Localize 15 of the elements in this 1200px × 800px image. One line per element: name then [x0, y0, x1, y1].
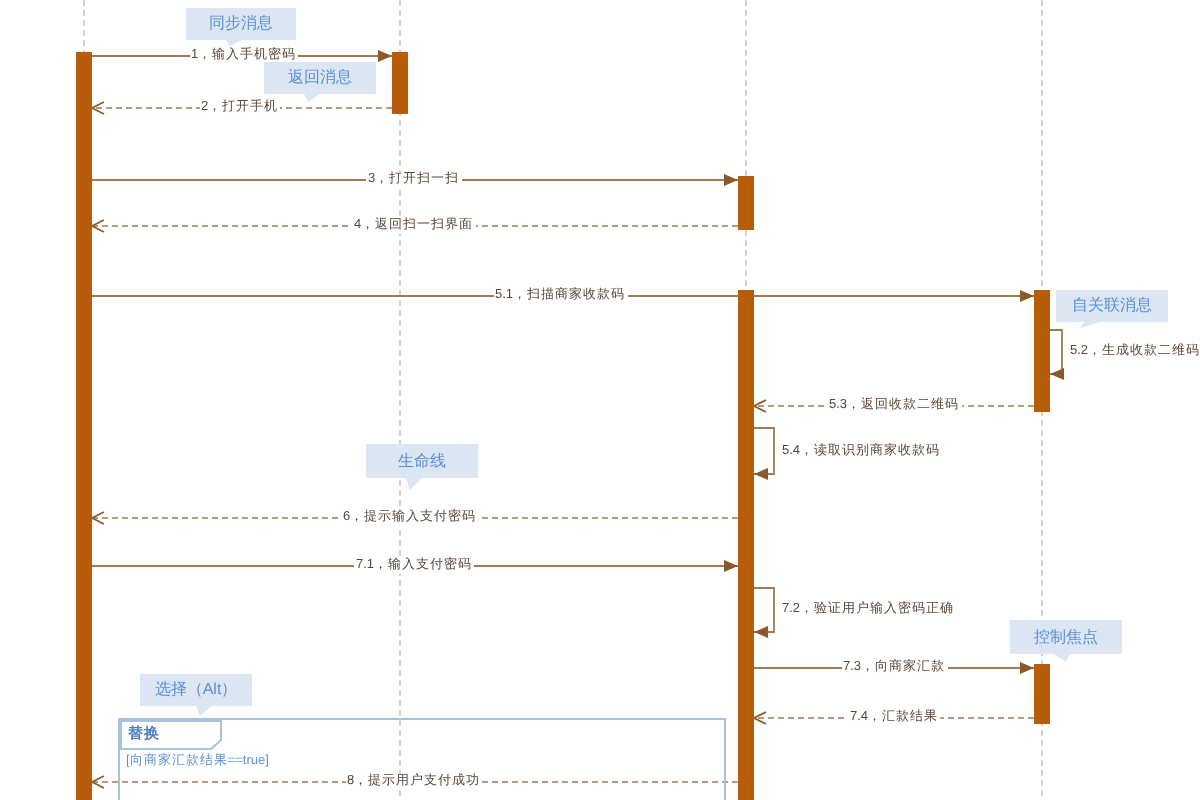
activation-bar: [1034, 664, 1050, 724]
self-message-arrow: [1049, 329, 1064, 380]
alt-frame: [118, 718, 726, 772]
activation-bar: [738, 176, 754, 230]
callout-bubble: 自关联消息: [1056, 290, 1168, 330]
self-message-arrow: [753, 427, 775, 480]
callout-bubble: 选择（Alt）: [140, 674, 252, 718]
activation-bar: [1034, 290, 1050, 412]
activation-bar: [76, 52, 92, 800]
activation-bar: [738, 290, 754, 800]
callout-bubble: 控制焦点: [1010, 620, 1122, 664]
self-message-arrow: [753, 587, 775, 638]
callout-bubble: 同步消息: [186, 8, 296, 48]
callout-bubble: 生命线: [366, 444, 478, 492]
activation-bar: [392, 52, 408, 114]
